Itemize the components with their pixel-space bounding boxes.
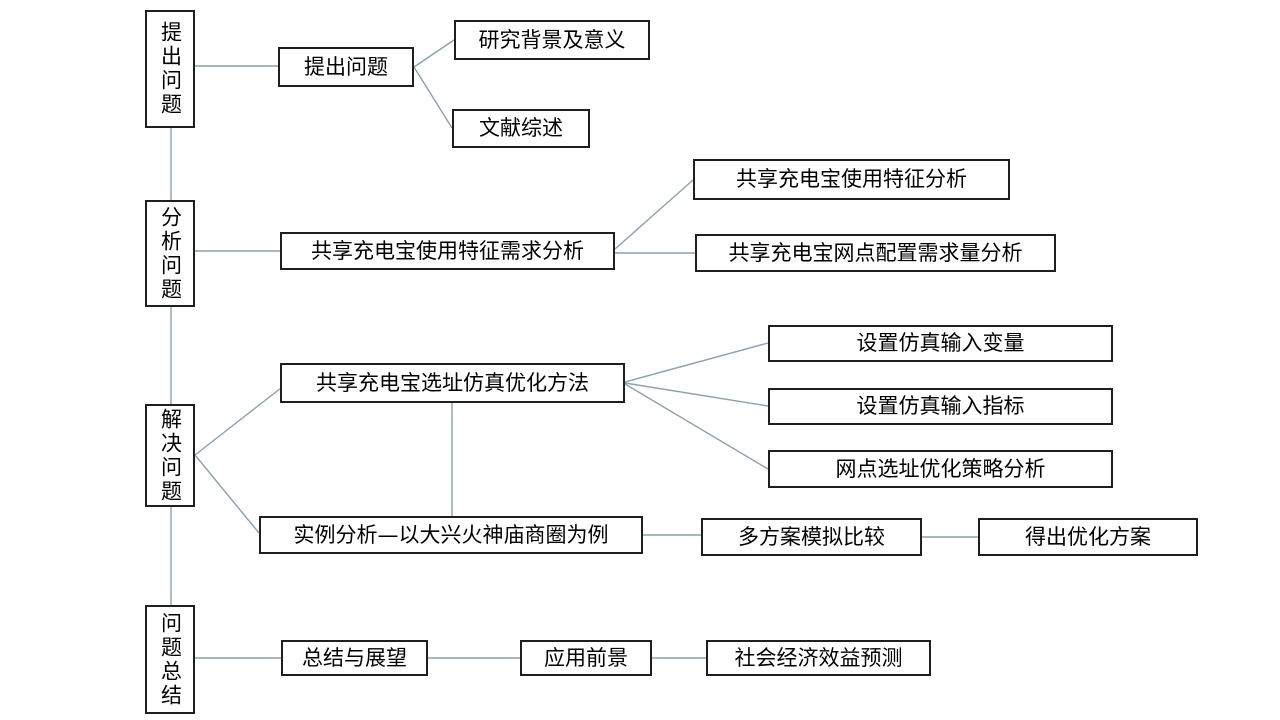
node-application-prospect: 应用前景 bbox=[520, 640, 652, 676]
node-case-study: 实例分析—以大兴火神庙商圈为例 bbox=[259, 516, 643, 554]
stage-box-solve-problem: 解决问题 bbox=[145, 404, 195, 507]
connector-line bbox=[413, 39, 455, 68]
node-benefit-forecast: 社会经济效益预测 bbox=[706, 640, 931, 676]
node-multi-scheme-comparison: 多方案模拟比较 bbox=[701, 518, 922, 556]
node-usage-demand-analysis: 共享充电宝使用特征需求分析 bbox=[280, 232, 615, 270]
connector-line bbox=[624, 342, 769, 383]
connector-line bbox=[413, 66, 453, 129]
stage-box-raise-problem: 提出问题 bbox=[145, 10, 195, 128]
node-literature-review: 文献综述 bbox=[452, 109, 590, 148]
node-siting-simulation-method: 共享充电宝选址仿真优化方法 bbox=[280, 363, 625, 403]
stage-box-problem-summary: 问题总结 bbox=[145, 605, 195, 714]
node-network-config-demand: 共享充电宝网点配置需求量分析 bbox=[695, 234, 1056, 272]
stage-box-analyze-problem: 分析问题 bbox=[145, 200, 195, 307]
connector-line bbox=[194, 454, 260, 534]
node-research-background: 研究背景及意义 bbox=[454, 20, 650, 60]
node-optimal-scheme: 得出优化方案 bbox=[978, 518, 1198, 556]
connector-line bbox=[624, 383, 769, 470]
node-siting-strategy-analysis: 网点选址优化策略分析 bbox=[768, 450, 1113, 488]
connector-line bbox=[194, 387, 282, 456]
node-summary-outlook: 总结与展望 bbox=[281, 640, 428, 676]
connector-line bbox=[614, 179, 694, 250]
node-raise-problem: 提出问题 bbox=[278, 47, 414, 87]
node-sim-input-indicators: 设置仿真输入指标 bbox=[768, 388, 1113, 425]
connector-line bbox=[624, 382, 769, 407]
node-usage-feature-analysis: 共享充电宝使用特征分析 bbox=[693, 159, 1010, 200]
node-sim-input-variables: 设置仿真输入变量 bbox=[768, 325, 1113, 362]
